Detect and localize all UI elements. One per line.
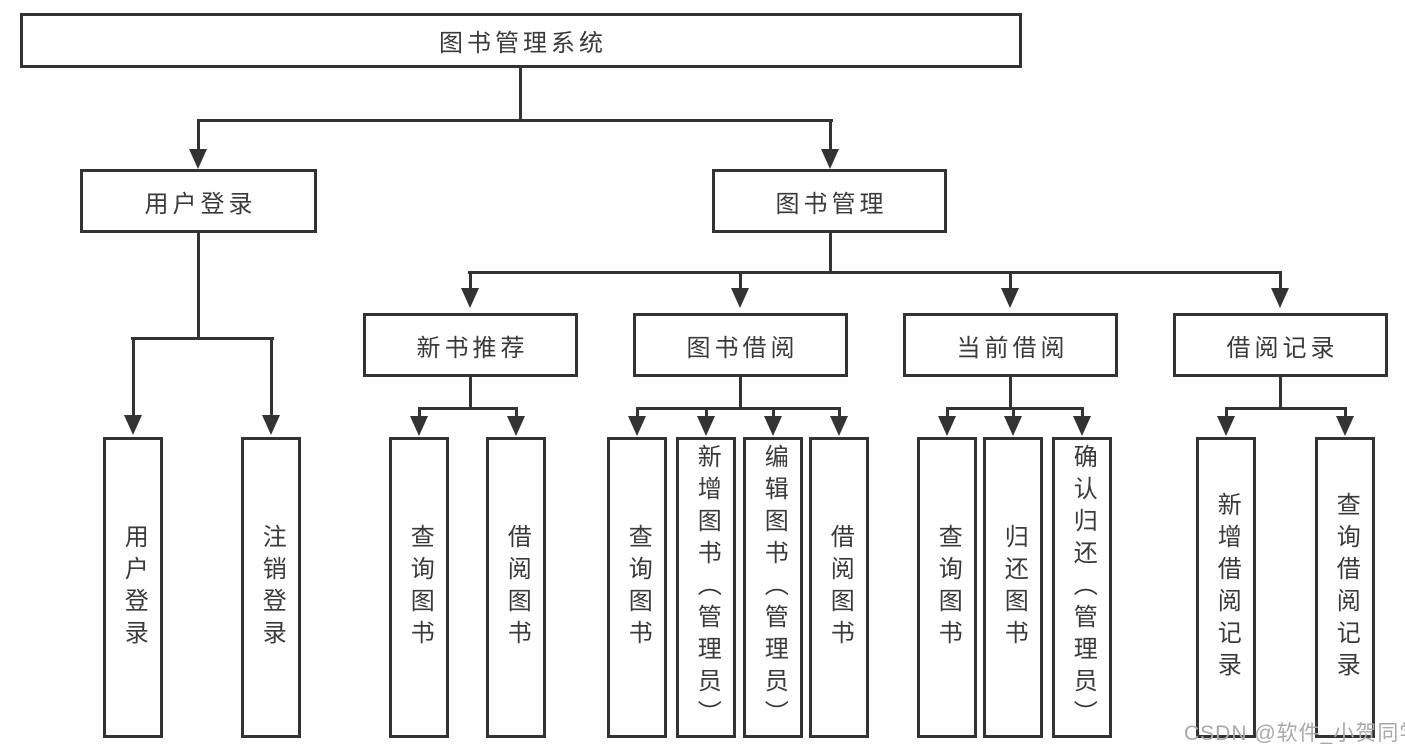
arrow-down-icon	[1217, 416, 1235, 436]
connector-line	[705, 407, 708, 418]
leaf-edit-book-admin-label: 编辑图书（管理员）	[760, 443, 788, 732]
connector-line	[739, 375, 742, 410]
node-current-borrowing: 当前借阅	[903, 313, 1118, 377]
arrow-down-icon	[731, 288, 749, 308]
connector-line	[197, 119, 833, 122]
leaf-confirm-return-admin-label: 确认归还（管理员）	[1069, 443, 1097, 732]
node-book-management-label: 图书管理	[775, 190, 888, 218]
leaf-logout-login: 注销登录	[241, 437, 301, 738]
node-current-borrowing-label: 当前借阅	[956, 334, 1069, 362]
node-new-book-recommend: 新书推荐	[363, 313, 578, 377]
leaf-query-books-recommend: 查询图书	[389, 437, 449, 738]
connector-line	[1081, 407, 1084, 418]
node-book-borrowing: 图书借阅	[633, 313, 848, 377]
leaf-add-book-admin-label: 新增图书（管理员）	[693, 443, 721, 732]
arrow-down-icon	[830, 416, 848, 436]
leaf-borrow-books: 借阅图书	[809, 437, 869, 738]
connector-line	[418, 407, 421, 418]
arrow-down-icon	[507, 416, 525, 436]
node-root: 图书管理系统	[20, 13, 1022, 68]
node-root-label: 图书管理系统	[439, 30, 607, 57]
connector-line	[1012, 407, 1015, 418]
connector-line	[418, 407, 518, 410]
connector-line	[946, 407, 949, 418]
node-book-management: 图书管理	[712, 169, 947, 233]
connector-line	[772, 407, 775, 418]
node-borrowing-records-label: 借阅记录	[1226, 334, 1339, 362]
leaf-borrow-books-label: 借阅图书	[826, 523, 854, 652]
arrow-down-icon	[461, 288, 479, 308]
leaf-borrow-books-recommend: 借阅图书	[486, 437, 546, 738]
leaf-borrow-books-recommend-label: 借阅图书	[503, 523, 531, 652]
connector-line	[739, 271, 742, 289]
watermark-text: CSDN @软件_小贺同学	[1184, 722, 1405, 745]
connector-line	[636, 407, 639, 418]
connector-line	[197, 231, 200, 339]
leaf-edit-book-admin: 编辑图书（管理员）	[743, 437, 803, 738]
connector-line	[468, 271, 1282, 274]
connector-line	[829, 231, 832, 274]
leaf-query-books-current-label: 查询图书	[934, 523, 962, 652]
leaf-return-books-label: 归还图书	[1000, 523, 1028, 652]
arrow-down-icon	[697, 416, 715, 436]
arrow-down-icon	[410, 416, 428, 436]
connector-line	[1225, 407, 1228, 418]
node-borrowing-records: 借阅记录	[1173, 313, 1388, 377]
leaf-query-borrow-record-label: 查询借阅记录	[1332, 491, 1360, 684]
connector-line	[197, 119, 200, 152]
connector-line	[838, 407, 841, 418]
connector-line	[469, 271, 472, 289]
arrow-down-icon	[1001, 288, 1019, 308]
leaf-query-books-borrowing: 查询图书	[607, 437, 667, 738]
node-user-login: 用户登录	[80, 169, 317, 233]
leaf-add-borrow-record: 新增借阅记录	[1196, 437, 1256, 738]
node-new-book-recommend-label: 新书推荐	[416, 334, 529, 362]
connector-line	[1225, 407, 1347, 410]
connector-line	[636, 407, 841, 410]
leaf-query-borrow-record: 查询借阅记录	[1315, 437, 1375, 738]
leaf-add-book-admin: 新增图书（管理员）	[676, 437, 736, 738]
connector-line	[1279, 271, 1282, 289]
arrow-down-icon	[1271, 288, 1289, 308]
connector-line	[270, 337, 273, 415]
leaf-confirm-return-admin: 确认归还（管理员）	[1052, 437, 1112, 738]
node-book-borrowing-label: 图书借阅	[686, 334, 799, 362]
connector-line	[1009, 271, 1012, 289]
leaf-logout-login-label: 注销登录	[258, 523, 286, 652]
connector-line	[1279, 375, 1282, 410]
arrow-down-icon	[189, 149, 207, 169]
connector-line	[1009, 375, 1012, 410]
arrow-down-icon	[821, 149, 839, 169]
leaf-query-books-recommend-label: 查询图书	[406, 523, 434, 652]
connector-line	[515, 407, 518, 418]
arrow-down-icon	[1336, 416, 1354, 436]
arrow-down-icon	[938, 416, 956, 436]
connector-line	[946, 407, 1084, 410]
arrow-down-icon	[1004, 416, 1022, 436]
connector-line	[519, 66, 522, 122]
node-user-login-label: 用户登录	[144, 190, 257, 218]
arrow-down-icon	[764, 416, 782, 436]
leaf-query-books-current: 查询图书	[917, 437, 977, 738]
connector-line	[132, 337, 135, 415]
leaf-user-login-label: 用户登录	[120, 523, 148, 652]
arrow-down-icon	[262, 415, 280, 435]
connector-line	[469, 375, 472, 410]
arrow-down-icon	[124, 415, 142, 435]
leaf-add-borrow-record-label: 新增借阅记录	[1213, 491, 1241, 684]
connector-line	[829, 119, 832, 152]
leaf-query-books-borrowing-label: 查询图书	[624, 523, 652, 652]
connector-line	[1344, 407, 1347, 418]
connector-line	[131, 337, 274, 340]
leaf-user-login: 用户登录	[103, 437, 163, 738]
arrow-down-icon	[628, 416, 646, 436]
leaf-return-books: 归还图书	[983, 437, 1043, 738]
arrow-down-icon	[1073, 416, 1091, 436]
